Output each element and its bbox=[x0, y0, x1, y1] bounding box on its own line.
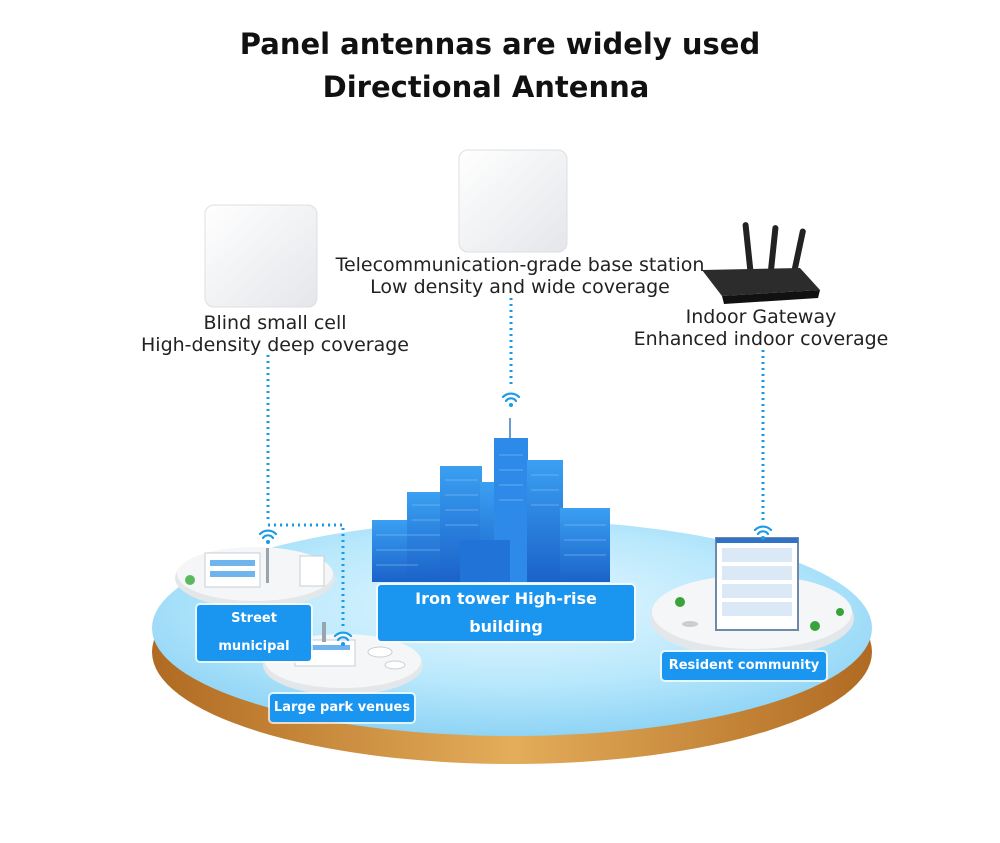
street-island bbox=[175, 547, 335, 608]
resident-island bbox=[650, 537, 854, 658]
blind-small-cell-desc: High-density deep coverage bbox=[141, 334, 409, 356]
resident-community-badge: Resident community bbox=[662, 652, 826, 680]
telecom-base-station-desc: Low density and wide coverage bbox=[370, 276, 670, 298]
wifi-icon bbox=[258, 529, 278, 540]
wifi-icon bbox=[753, 525, 773, 536]
wifi-icon bbox=[501, 392, 521, 403]
telecom-base-station-caption: Telecommunication-grade base station Low… bbox=[330, 254, 710, 298]
page-subtitle: Directional Antenna bbox=[322, 70, 650, 104]
blind-small-cell-label: Blind small cell bbox=[203, 312, 347, 334]
indoor-gateway-label: Indoor Gateway bbox=[685, 306, 837, 328]
telecom-base-station-label: Telecommunication-grade base station bbox=[335, 254, 705, 276]
building-windows bbox=[376, 454, 606, 566]
telecom-base-station-panel bbox=[458, 149, 568, 253]
dotted-connectors bbox=[266, 298, 765, 628]
blind-small-cell-panel bbox=[204, 204, 318, 308]
city-buildings bbox=[372, 418, 610, 582]
street-municipal-badge: Street municipal bbox=[197, 605, 311, 661]
large-park-venues-badge: Large park venues bbox=[270, 694, 414, 722]
indoor-gateway-caption: Indoor Gateway Enhanced indoor coverage bbox=[630, 306, 892, 350]
indoor-gateway-router bbox=[702, 222, 820, 304]
page-title: Panel antennas are widely used bbox=[239, 27, 761, 61]
wifi-icon bbox=[333, 631, 353, 642]
indoor-gateway-desc: Enhanced indoor coverage bbox=[633, 328, 889, 350]
blind-small-cell-caption: Blind small cell High-density deep cover… bbox=[130, 312, 420, 356]
iron-tower-badge: Iron tower High-rise building bbox=[378, 585, 634, 641]
